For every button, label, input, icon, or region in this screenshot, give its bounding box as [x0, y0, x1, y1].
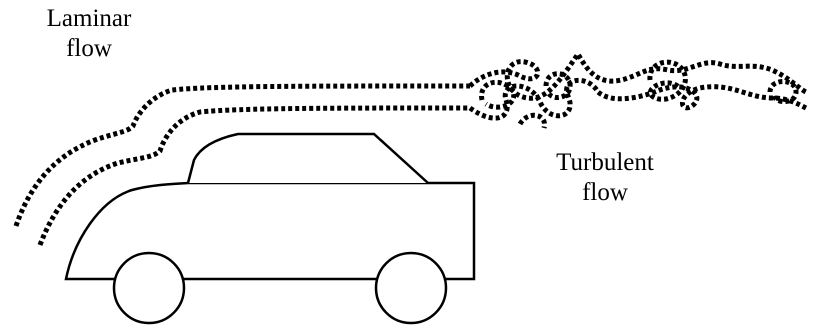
turbulent-streamline-upper — [468, 49, 808, 101]
laminar-streamline-outer — [13, 83, 471, 227]
turbulent-eddy-3 — [647, 59, 688, 102]
car-front-wheel — [112, 251, 186, 325]
turbulent-flow-label-line1: Turbulent — [556, 149, 654, 176]
turbulent-eddy-2 — [543, 71, 573, 101]
car-cabin — [186, 132, 429, 184]
laminar-flow-label-line1: Laminar — [46, 5, 132, 32]
car-body — [64, 181, 476, 281]
laminar-flow-label-line2: flow — [66, 35, 112, 62]
turbulent-eddy-1 — [479, 79, 517, 110]
car-rear-wheel — [374, 251, 448, 325]
turbulent-streamline-lower — [468, 77, 808, 121]
turbulent-flow-label: Turbulent flow — [540, 148, 670, 208]
car — [64, 132, 476, 325]
laminar-streamline-inner — [37, 105, 471, 246]
turbulent-flow-label-line2: flow — [582, 179, 628, 206]
turbulent-eddy-5 — [517, 112, 547, 129]
turbulent-eddy-4 — [767, 79, 799, 104]
laminar-flow-label: Laminar flow — [14, 4, 164, 64]
